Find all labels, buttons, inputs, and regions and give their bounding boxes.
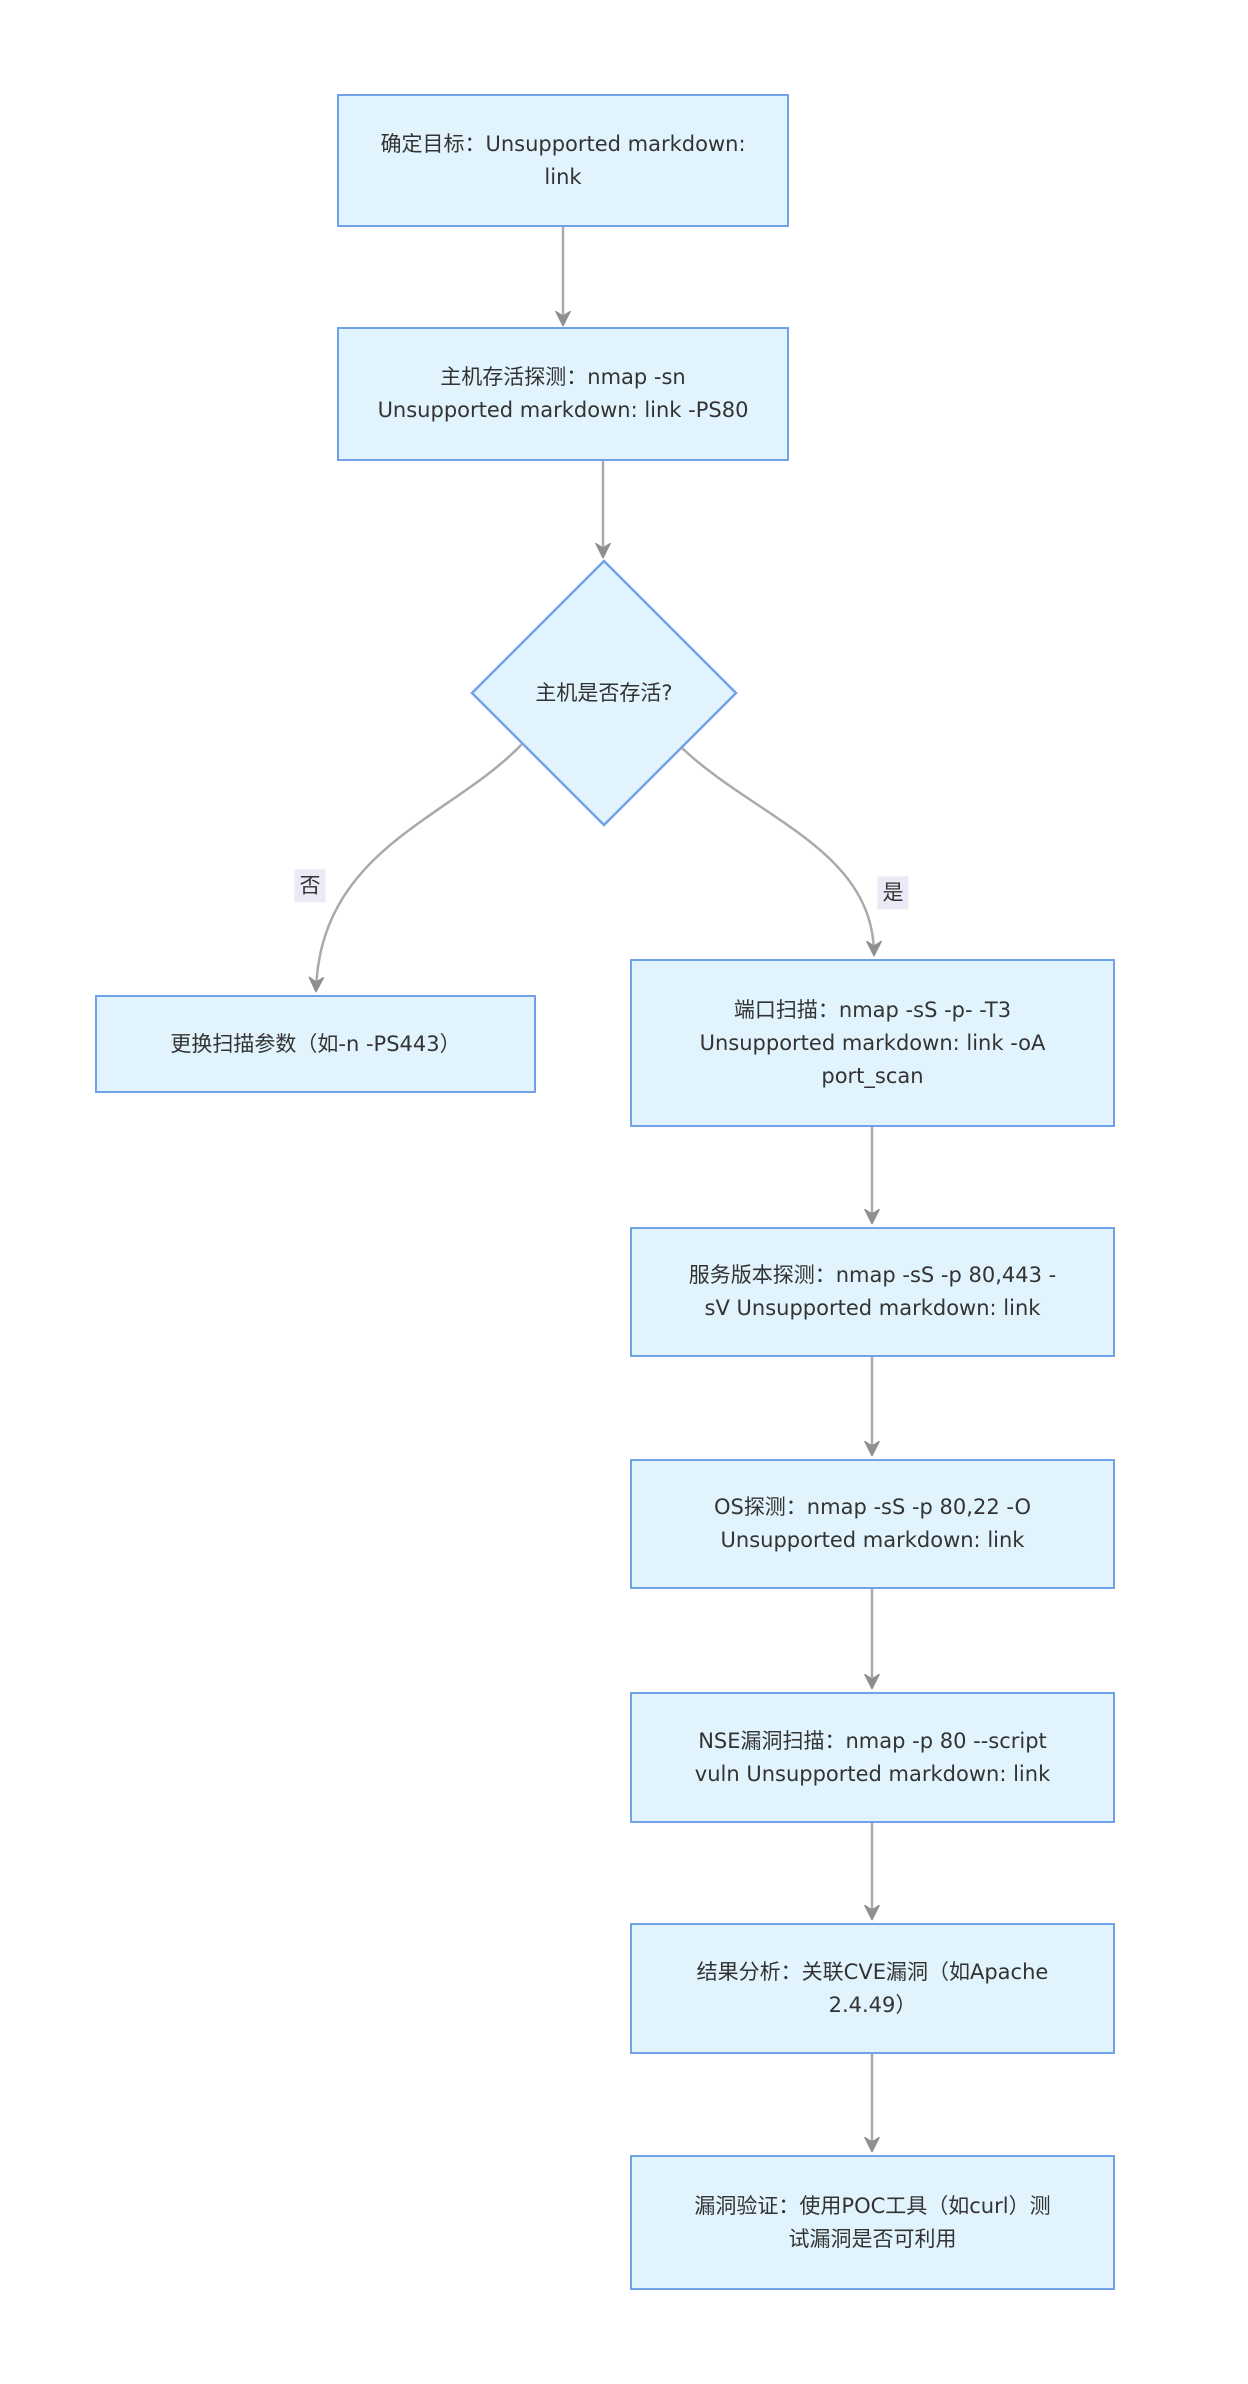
node-os-detect: OS探测：nmap -sS -p 80,22 -O Unsupported ma… xyxy=(630,1459,1115,1589)
node-result-analysis: 结果分析：关联CVE漏洞（如Apache 2.4.49） xyxy=(630,1923,1115,2054)
node-service-version-detect: 服务版本探测：nmap -sS -p 80,443 - sV Unsupport… xyxy=(630,1227,1115,1357)
node-nse-vuln-scan: NSE漏洞扫描：nmap -p 80 --script vuln Unsuppo… xyxy=(630,1692,1115,1823)
node-host-discovery: 主机存活探测：nmap -sn Unsupported markdown: li… xyxy=(337,327,789,461)
node-change-scan-params: 更换扫描参数（如-n -PS443） xyxy=(95,995,536,1093)
node-vuln-verify: 漏洞验证：使用POC工具（如curl）测 试漏洞是否可利用 xyxy=(630,2155,1115,2290)
decision-host-alive: 主机是否存活? xyxy=(535,680,673,705)
node-define-target: 确定目标：Unsupported markdown: link xyxy=(337,94,789,227)
node-port-scan: 端口扫描：nmap -sS -p- -T3 Unsupported markdo… xyxy=(630,959,1115,1127)
edge-label-no: 否 xyxy=(294,869,326,903)
edge-label-yes: 是 xyxy=(877,876,909,910)
